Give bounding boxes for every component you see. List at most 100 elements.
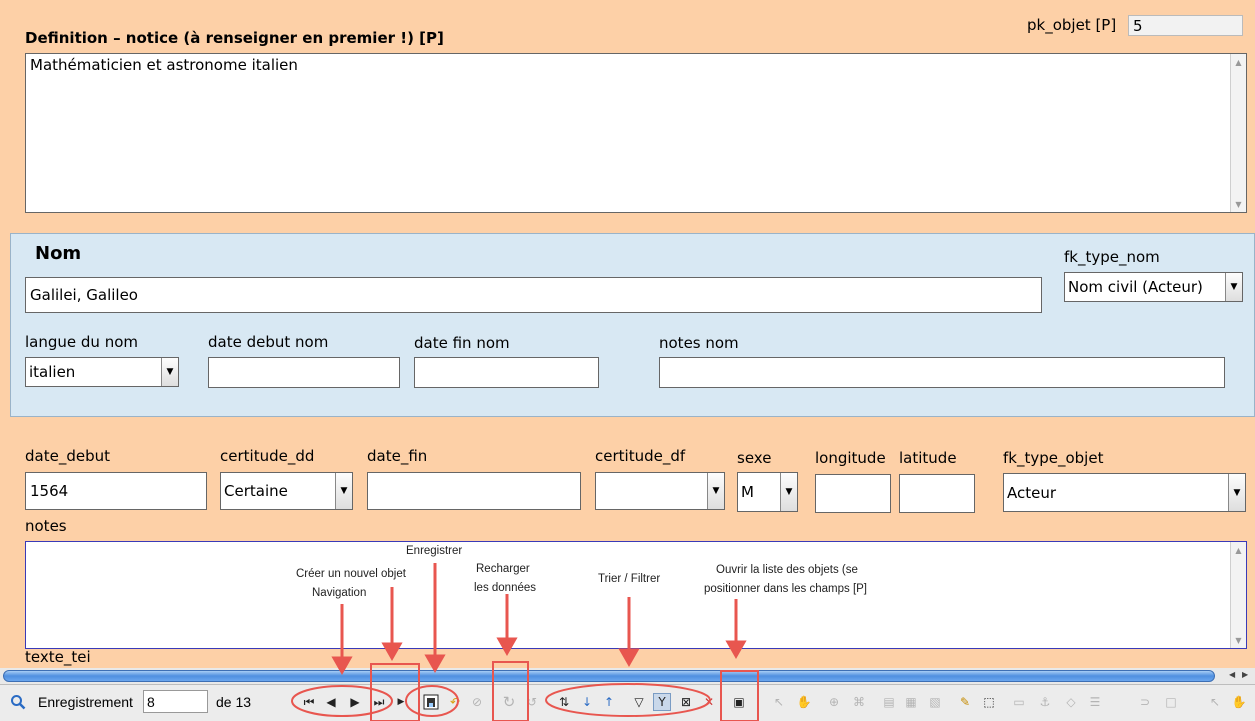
pk-objet-value: 5 <box>1133 16 1143 35</box>
pk-objet-label: pk_objet [P] <box>1027 16 1117 34</box>
callout-recharger: Recharger <box>476 563 530 575</box>
sort-descending-icon[interactable]: ↑ <box>603 695 615 709</box>
callout-navigation: Navigation <box>312 587 367 599</box>
image-icon[interactable]: ▤ <box>883 695 895 709</box>
record-label: Enregistrement <box>38 694 133 710</box>
record-navigation-bar: Enregistrement 8 de 13 ⏮ ◀ ▶ ⏭ ▶ ↶ ⊘ ↻ ↺… <box>0 684 1255 721</box>
refresh-control-icon[interactable]: ↺ <box>526 695 538 709</box>
sexe-label: sexe <box>737 449 772 467</box>
chevron-down-icon: ▼ <box>1228 474 1245 511</box>
latitude-label: latitude <box>899 449 957 467</box>
date-debut-nom-field[interactable] <box>208 357 400 388</box>
date-fin-field[interactable] <box>367 472 581 510</box>
texte-tei-label: texte_tei <box>25 648 91 666</box>
sort-icon[interactable]: ⇅ <box>558 695 570 709</box>
fk-type-nom-label: fk_type_nom <box>1064 248 1160 266</box>
scroll-up-icon[interactable]: ▲ <box>1235 57 1242 67</box>
scroll-right-icon[interactable]: ▶ <box>1242 670 1249 679</box>
apply-filter-icon[interactable]: Y <box>653 693 671 711</box>
notes-textarea[interactable]: ▲ ▼ <box>25 541 1247 649</box>
select-icon[interactable]: ↖ <box>773 695 785 709</box>
nom-title: Nom <box>35 243 82 264</box>
langue-select[interactable]: italien ▼ <box>25 357 179 387</box>
fk-type-objet-select[interactable]: Acteur ▼ <box>1003 473 1246 512</box>
notes-label: notes <box>25 517 67 535</box>
pan-icon[interactable]: ✋ <box>1231 695 1247 709</box>
chevron-down-icon: ▼ <box>161 358 178 386</box>
callout-les-donnees: les données <box>474 582 537 594</box>
fk-type-objet-label: fk_type_objet <box>1003 449 1104 467</box>
pointer-icon[interactable]: ↖ <box>1209 695 1221 709</box>
certitude-dd-label: certitude_dd <box>220 447 315 465</box>
pk-objet-field[interactable]: 5 <box>1128 15 1243 36</box>
hand-icon[interactable]: ✋ <box>796 695 812 709</box>
chevron-down-icon: ▼ <box>707 473 724 509</box>
scroll-up-icon[interactable]: ▲ <box>1235 545 1242 555</box>
certitude-df-label: certitude_df <box>595 447 686 465</box>
scroll-down-icon[interactable]: ▼ <box>1235 635 1242 645</box>
link-icon[interactable]: ⌘ <box>853 695 865 709</box>
data-source-icon[interactable]: ▣ <box>733 695 745 709</box>
certitude-df-select[interactable]: ▼ <box>595 472 725 510</box>
date-fin-nom-field[interactable] <box>414 357 599 388</box>
horizontal-scrollbar[interactable]: ◀ ▶ <box>0 668 1255 684</box>
save-record-icon[interactable] <box>422 693 440 711</box>
new-record-icon[interactable]: ▶ <box>397 697 405 707</box>
scroll-left-icon[interactable]: ◀ <box>1229 670 1236 679</box>
definition-label: Definition – notice (à renseigner en pre… <box>25 29 444 47</box>
align-icon[interactable]: ☰ <box>1089 695 1101 709</box>
chart-icon[interactable]: ▧ <box>929 695 941 709</box>
callout-ouvrir: Ouvrir la liste des objets (se <box>716 564 858 576</box>
callout-positionner: positionner dans les champs [P] <box>704 583 868 595</box>
shapes-icon[interactable]: ◇ <box>1066 695 1076 709</box>
certitude-dd-select[interactable]: Certaine ▼ <box>220 472 353 510</box>
record-number-value: 8 <box>147 693 155 710</box>
chevron-down-icon: ▼ <box>780 473 797 511</box>
first-record-icon[interactable]: ⏮ <box>303 694 315 709</box>
date-debut-value: 1564 <box>30 482 69 500</box>
scroll-down-icon[interactable]: ▼ <box>1235 199 1242 209</box>
definition-text: Mathématicien et astronome italien <box>30 56 298 74</box>
last-record-icon[interactable]: ⏭ <box>373 694 385 709</box>
fk-type-objet-value: Acteur <box>1007 483 1057 502</box>
latitude-field[interactable] <box>899 474 975 513</box>
longitude-field[interactable] <box>815 474 891 513</box>
nom-field[interactable]: Galilei, Galileo <box>25 277 1042 313</box>
frame-icon[interactable]: □ <box>1165 695 1177 709</box>
standard-filter-icon[interactable]: ⊠ <box>680 695 692 709</box>
table-icon[interactable]: ▦ <box>905 695 917 709</box>
comment-icon[interactable]: ▭ <box>1013 695 1025 709</box>
anchor-icon[interactable]: ⚓ <box>1039 695 1051 709</box>
next-record-icon[interactable]: ▶ <box>350 695 360 709</box>
callout-enregistrer: Enregistrer <box>406 545 463 557</box>
scrollbar-thumb[interactable] <box>3 670 1215 682</box>
chevron-down-icon: ▼ <box>1225 273 1242 301</box>
nom-value: Galilei, Galileo <box>30 286 138 304</box>
fk-type-nom-select[interactable]: Nom civil (Acteur) ▼ <box>1064 272 1243 302</box>
search-icon[interactable] <box>9 693 27 711</box>
record-number-input[interactable]: 8 <box>143 690 208 713</box>
remove-filter-icon[interactable]: ✕ <box>703 695 715 709</box>
autofilter-icon[interactable]: ▽ <box>634 695 644 709</box>
definition-textarea[interactable]: Mathématicien et astronome italien ▲ ▼ <box>25 53 1247 213</box>
undo-icon[interactable]: ↶ <box>449 695 461 709</box>
chevron-down-icon: ▼ <box>335 473 352 509</box>
langue-label: langue du nom <box>25 333 138 351</box>
wrap-icon[interactable]: ⊃ <box>1139 695 1151 709</box>
refresh-icon[interactable]: ↻ <box>502 693 516 711</box>
sexe-value: M <box>741 483 754 501</box>
zoom-icon[interactable]: ⊕ <box>828 695 840 709</box>
previous-record-icon[interactable]: ◀ <box>326 695 336 709</box>
date-debut-field[interactable]: 1564 <box>25 472 207 510</box>
date-debut-label: date_debut <box>25 447 110 465</box>
selection-icon[interactable]: ⬚ <box>983 695 995 709</box>
sexe-select[interactable]: M ▼ <box>737 472 798 512</box>
notes-nom-field[interactable] <box>659 357 1225 388</box>
form-design-icon[interactable]: ✎ <box>959 695 971 709</box>
date-fin-label: date_fin <box>367 447 428 465</box>
notes-scrollbar[interactable]: ▲ ▼ <box>1230 542 1246 648</box>
fk-type-nom-value: Nom civil (Acteur) <box>1068 278 1203 296</box>
definition-scrollbar[interactable]: ▲ ▼ <box>1230 54 1246 212</box>
delete-record-icon[interactable]: ⊘ <box>471 695 483 709</box>
sort-ascending-icon[interactable]: ↓ <box>581 695 593 709</box>
